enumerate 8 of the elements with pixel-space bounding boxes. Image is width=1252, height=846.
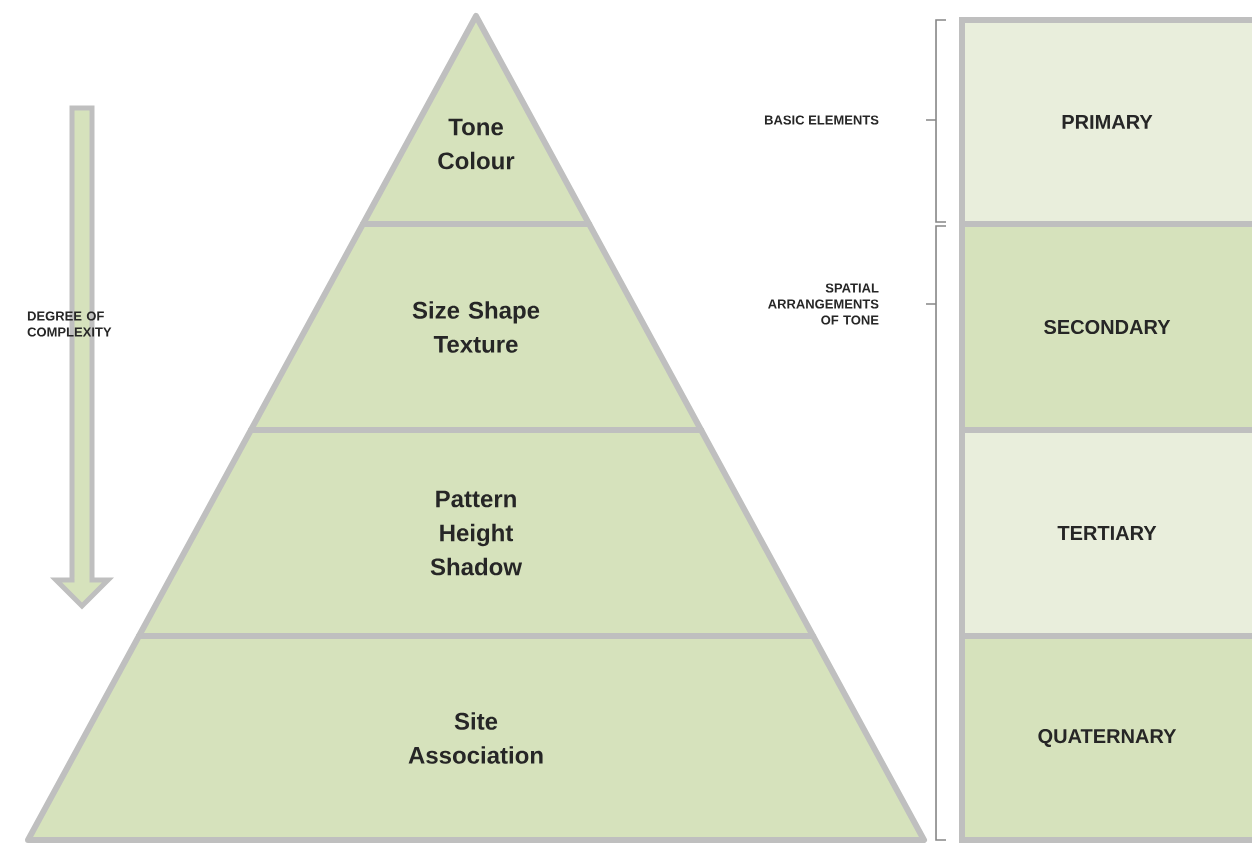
level-box: SECONDARY — [959, 221, 1252, 433]
level-box: TERTIARY — [959, 427, 1252, 639]
pyramid-band: Pattern Height Shadow — [135, 427, 817, 639]
level-box: PRIMARY — [959, 17, 1252, 227]
pyramid-band: Tone Colour — [359, 13, 593, 227]
pyramid-band: Size Shape Texture — [247, 221, 705, 433]
level-box: QUATERNARY — [959, 633, 1252, 843]
pyramid-band: Site Association — [25, 633, 927, 843]
